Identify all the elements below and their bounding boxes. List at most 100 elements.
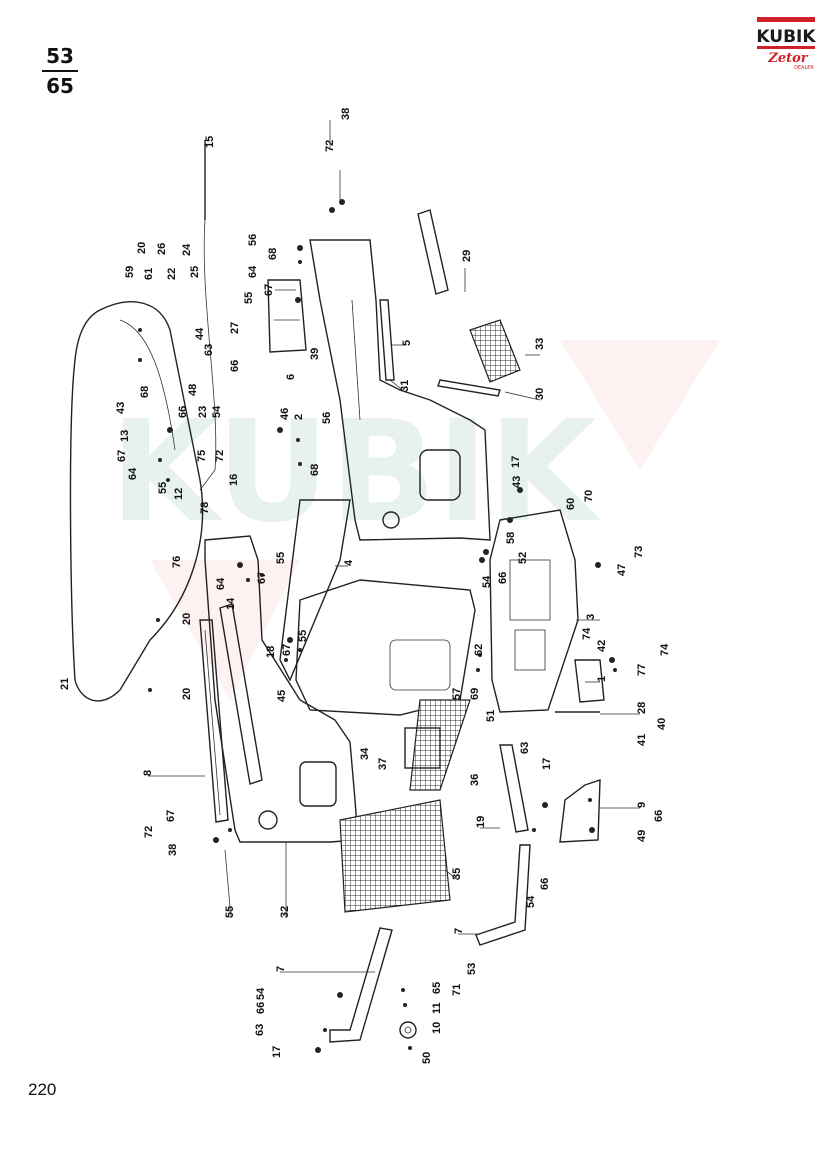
callout-11: 11 [431, 1002, 443, 1014]
callout-69: 69 [469, 688, 481, 700]
callout-17a: 17 [510, 456, 522, 468]
callout-73: 73 [633, 546, 645, 558]
callout-39: 39 [309, 348, 321, 360]
kubik-zetor-logo: KUBIK Zetor DEALER [756, 17, 816, 71]
page-fraction: 53 65 [40, 44, 80, 98]
callout-68b: 68 [267, 248, 279, 260]
callout-55b: 55 [243, 292, 255, 304]
callout-56b: 56 [321, 412, 333, 424]
callout-68a: 68 [139, 386, 151, 398]
callout-26: 26 [156, 243, 168, 255]
callout-66f: 66 [255, 1002, 267, 1014]
callout-19: 19 [475, 816, 487, 828]
callout-14: 14 [225, 597, 237, 610]
callout-36: 36 [469, 774, 481, 786]
callout-46: 46 [279, 408, 291, 420]
callout-75: 75 [196, 450, 208, 462]
callout-21: 21 [59, 678, 71, 690]
side-panel-right [309, 239, 491, 541]
callout-43b: 43 [511, 476, 523, 488]
callout-16: 16 [228, 474, 240, 486]
callout-55e: 55 [224, 906, 236, 918]
fraction-bar [42, 70, 78, 72]
callout-66e: 66 [653, 810, 665, 822]
callout-65: 65 [431, 982, 443, 994]
callout-7a: 7 [453, 928, 465, 934]
callout-24: 24 [181, 243, 193, 256]
rail-right [475, 844, 531, 946]
callout-63a: 63 [203, 344, 215, 356]
grille-large [339, 799, 451, 913]
callout-28: 28 [636, 702, 648, 714]
callout-48: 48 [187, 384, 199, 396]
callout-66d: 66 [539, 878, 551, 890]
edge-strip-left [199, 619, 229, 823]
callout-64a: 64 [127, 467, 139, 480]
callout-67a: 67 [116, 450, 128, 462]
rail-lower-left [329, 927, 393, 1043]
callout-77: 77 [636, 664, 648, 676]
callout-68c: 68 [309, 464, 321, 476]
seat-cushion [69, 301, 204, 702]
callout-61: 61 [143, 268, 155, 280]
logo-sub: DEALER [794, 65, 814, 71]
callout-6: 6 [285, 374, 297, 380]
plate-9 [559, 779, 601, 843]
front-box [489, 509, 579, 713]
callout-76: 76 [171, 556, 183, 568]
callout-59: 59 [124, 266, 136, 278]
callout-25: 25 [189, 266, 201, 278]
callout-72c: 72 [143, 826, 155, 838]
callout-64c: 64 [215, 577, 227, 590]
callout-1: 1 [596, 676, 608, 682]
latch-plate [574, 659, 605, 703]
callout-66c: 66 [497, 572, 509, 584]
callout-20b: 20 [181, 613, 193, 625]
callout-63c: 63 [254, 1024, 266, 1036]
callout-67b: 67 [263, 284, 275, 296]
watermark-shapes: KUBIK [110, 340, 720, 700]
callout-13: 13 [119, 430, 131, 442]
callout-52: 52 [517, 552, 529, 564]
page-number: 220 [28, 1080, 57, 1099]
callout-41: 41 [636, 734, 648, 746]
upright-bar [379, 299, 395, 381]
callout-2: 2 [293, 414, 305, 420]
nameplate [417, 209, 449, 295]
callout-71: 71 [451, 984, 463, 996]
grille-small [469, 319, 521, 383]
callout-49: 49 [636, 830, 648, 842]
logo-brand-bottom: Zetor [767, 51, 808, 66]
callout-55a: 55 [157, 482, 169, 494]
callout-63b: 63 [519, 742, 531, 754]
logo-brand-top: KUBIK [756, 27, 816, 47]
callout-20a: 20 [136, 242, 148, 254]
callout-18: 18 [265, 646, 277, 658]
callout-53: 53 [466, 963, 478, 975]
callout-74b: 74 [659, 643, 671, 656]
callout-23: 23 [197, 406, 209, 418]
callout-45: 45 [276, 690, 288, 702]
callout-70: 70 [583, 490, 595, 502]
callout-54a: 54 [211, 405, 223, 418]
callout-9: 9 [636, 802, 648, 808]
callout-43a: 43 [115, 402, 127, 414]
callout-44: 44 [194, 327, 206, 340]
leader-lines [148, 120, 640, 973]
callout-51: 51 [485, 710, 497, 722]
callout-57: 57 [451, 688, 463, 700]
callout-3: 3 [585, 614, 597, 620]
callout-17b: 17 [541, 758, 553, 770]
bracket [267, 279, 307, 353]
hardware-dots [138, 199, 617, 1053]
callout-62: 62 [473, 644, 485, 656]
callout-17c: 17 [271, 1046, 283, 1058]
callout-64b: 64 [247, 265, 259, 278]
callout-67e: 67 [165, 810, 177, 822]
callout-66b: 66 [177, 406, 189, 418]
callout-10: 10 [431, 1022, 443, 1034]
callout-5: 5 [401, 340, 413, 346]
lower-frame [279, 499, 351, 682]
fraction-top: 53 [46, 44, 74, 68]
